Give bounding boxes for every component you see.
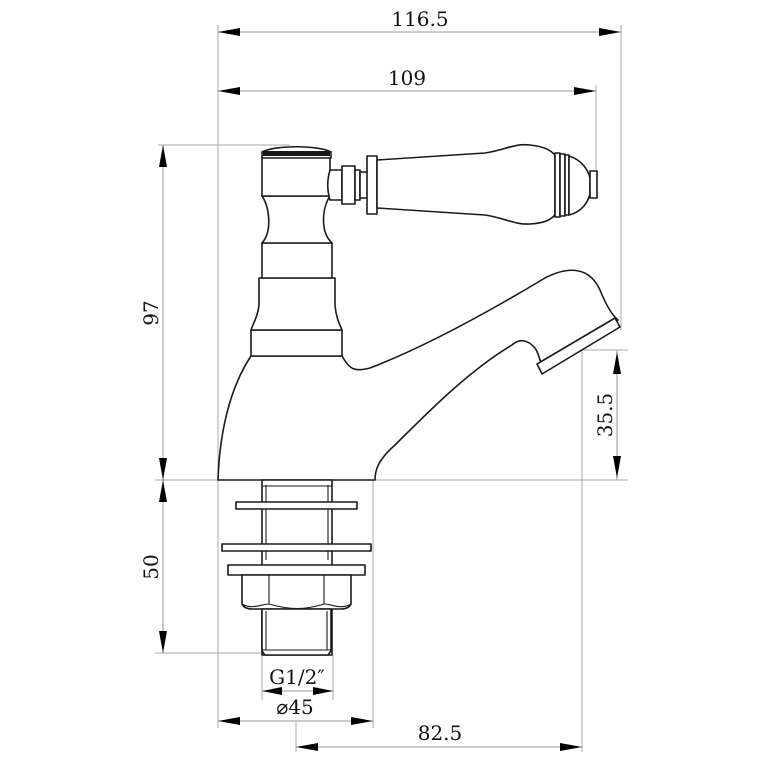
dimension-label-shank-length: 50 [139, 554, 163, 579]
dimension-label-spout-height: 35.5 [593, 393, 617, 438]
thread-end [261, 608, 332, 656]
cap-knurling [263, 151, 330, 156]
lever-stem-boss [326, 169, 343, 201]
spout-outlet [536, 317, 621, 375]
dimension-label-overall-height: 97 [139, 300, 163, 325]
washer-lower [221, 543, 372, 552]
dimension-label-base-diameter: ⌀45 [276, 695, 314, 719]
backnut-flange [227, 564, 366, 576]
dimension-label-handle-reach: 109 [388, 66, 426, 90]
tap-body [217, 269, 619, 481]
dimension-spout-projection: 82.5 [296, 721, 582, 751]
lever-stem [341, 165, 356, 205]
dimension-shank-length: 50 [139, 480, 167, 653]
dimension-spout-height: 35.5 [593, 350, 621, 480]
shroud [250, 277, 343, 331]
dimension-overall-height: 97 [139, 145, 167, 480]
head-body [261, 155, 331, 197]
headwork-body [261, 195, 333, 244]
backnut [241, 574, 352, 610]
dimension-thread-size: G1/2″ [262, 665, 333, 695]
lever-flange [366, 155, 378, 215]
dimension-base-diameter: ⌀45 [218, 695, 373, 725]
dimension-overall-width: 116.5 [218, 7, 621, 36]
dimension-label-thread-size: G1/2″ [269, 665, 325, 689]
dimension-handle-reach: 109 [218, 66, 596, 95]
lever-handle [376, 143, 556, 225]
headwork-collar [261, 242, 333, 279]
shroud-ring [250, 329, 343, 357]
dimension-label-overall-width: 116.5 [391, 7, 448, 31]
handle-end-cap [568, 155, 591, 216]
washer-upper [235, 501, 358, 510]
dimension-label-spout-projection: 82.5 [418, 721, 463, 745]
handle-end-button [589, 170, 598, 199]
